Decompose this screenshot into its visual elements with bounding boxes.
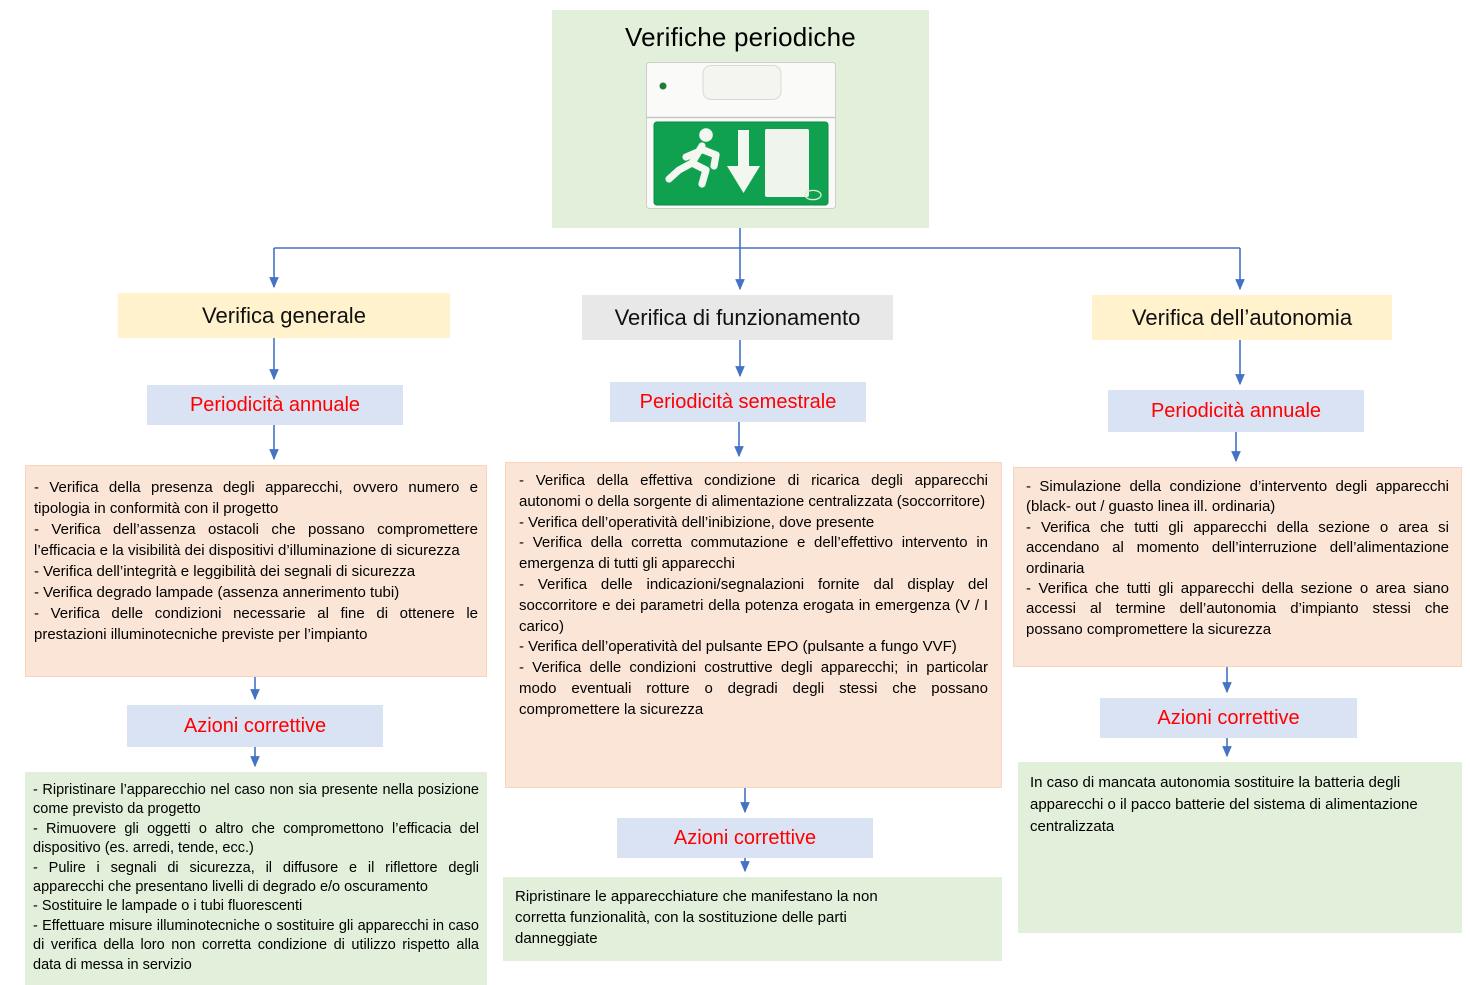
bullet-item: In caso di mancata autonomia sostituire …: [1030, 774, 1418, 835]
corrective-actions-badge-funzionamento: Azioni correttive: [617, 818, 873, 858]
bullet-item: - Verifica della presenza degli apparecc…: [34, 479, 478, 517]
bullet-item: - Verifica che tutti gli apparecchi dell…: [1026, 518, 1449, 577]
bullet-item: - Verifica dell’integrità e leggibilità …: [34, 563, 416, 580]
bullet-item: - Verifica delle condizioni costruttive …: [519, 659, 988, 718]
bullet-item: - Sostituire le lampade o i tubi fluores…: [33, 898, 303, 915]
led-indicator-icon: [659, 82, 666, 90]
actions-list: - Ripristinare l’apparecchio nel caso no…: [33, 781, 479, 975]
bullet-item: - Verifica dell’operatività del pulsante…: [519, 638, 957, 656]
bullet-item: - Verifica degrado lampade (assenza anne…: [34, 584, 400, 601]
header-label: Verifica dell’autonomia: [1131, 304, 1353, 330]
bullet-item: - Verifica della corretta commutazione e…: [519, 534, 988, 573]
periodicity-badge-autonomia: Periodicità annuale: [1108, 390, 1364, 432]
bullet-item: - Verifica delle condizioni necessarie a…: [34, 605, 478, 643]
actions-list: In caso di mancata autonomia sostituire …: [1030, 772, 1450, 838]
corrective-actions-badge-generale: Azioni correttive: [127, 705, 383, 747]
corrective-actions-label: Azioni correttive: [183, 714, 327, 737]
actions-box-autonomia: In caso di mancata autonomia sostituire …: [1018, 762, 1462, 933]
sign-test-panel: [702, 65, 781, 100]
exit-door-shape: [764, 129, 809, 197]
bullet-item: - Ripristinare l’apparecchio nel caso no…: [33, 782, 479, 818]
periodicity-label: Periodicità annuale: [189, 393, 361, 416]
exit-sign-image: [552, 62, 929, 212]
bullet-item: Ripristinare le apparecchiature che mani…: [515, 888, 878, 947]
corrective-actions-badge-autonomia: Azioni correttive: [1100, 698, 1357, 738]
header-verifica-funzionamento: Verifica di funzionamento: [582, 295, 893, 340]
actions-box-funzionamento: Ripristinare le apparecchiature che mani…: [503, 877, 1002, 961]
bullet-item: - Rimuovere gli oggetti o altro che comp…: [33, 820, 479, 857]
periodicity-label: Periodicità annuale: [1150, 399, 1322, 422]
header-label: Verifica generale: [202, 302, 366, 328]
checks-list: - Simulazione della condizione d’interve…: [1026, 477, 1449, 640]
checks-box-autonomia: - Simulazione della condizione d’interve…: [1013, 467, 1462, 667]
actions-box-generale: - Ripristinare l’apparecchio nel caso no…: [25, 772, 487, 985]
header-label: Verifica di funzionamento: [614, 304, 861, 330]
bullet-item: - Simulazione della condizione d’interve…: [1026, 478, 1449, 516]
corrective-actions-label: Azioni correttive: [673, 826, 817, 849]
down-arrow-icon: [737, 130, 749, 168]
sign-brand-logo: [803, 189, 822, 201]
checks-list: - Verifica della presenza degli apparecc…: [34, 477, 478, 645]
bullet-item: - Effettuare misure illuminotecniche o s…: [33, 917, 479, 973]
checks-box-generale: - Verifica della presenza degli apparecc…: [25, 465, 487, 677]
checks-box-funzionamento: - Verifica della effettiva condizione di…: [505, 462, 1002, 788]
header-verifica-autonomia: Verifica dell’autonomia: [1092, 295, 1392, 340]
periodicity-badge-funzionamento: Periodicità semestrale: [610, 382, 866, 422]
actions-list: Ripristinare le apparecchiature che mani…: [515, 886, 990, 949]
exit-sign-graphic: [645, 62, 836, 209]
page-title: Verifiche periodiche: [625, 22, 856, 52]
bullet-item: - Verifica dell’assenza ostacoli che pos…: [34, 521, 478, 559]
periodicity-badge-generale: Periodicità annuale: [147, 385, 403, 425]
running-man-icon: [664, 128, 720, 188]
checks-list: - Verifica della effettiva condizione di…: [519, 471, 988, 721]
bullet-item: - Verifica dell’operatività dell’inibizi…: [519, 513, 875, 531]
corrective-actions-label: Azioni correttive: [1157, 706, 1300, 729]
header-verifica-generale: Verifica generale: [118, 293, 450, 338]
periodicity-label: Periodicità semestrale: [639, 390, 837, 413]
bullet-item: - Verifica delle indicazioni/segnalazion…: [519, 575, 988, 635]
down-arrow-head: [726, 166, 760, 193]
top-node: Verifiche periodiche: [552, 10, 929, 228]
bullet-item: - Verifica della effettiva condizione di…: [519, 472, 988, 510]
bullet-item: - Verifica che tutti gli apparecchi dell…: [1026, 580, 1449, 638]
bullet-item: - Pulire i segnali di sicurezza, il diff…: [33, 859, 479, 896]
